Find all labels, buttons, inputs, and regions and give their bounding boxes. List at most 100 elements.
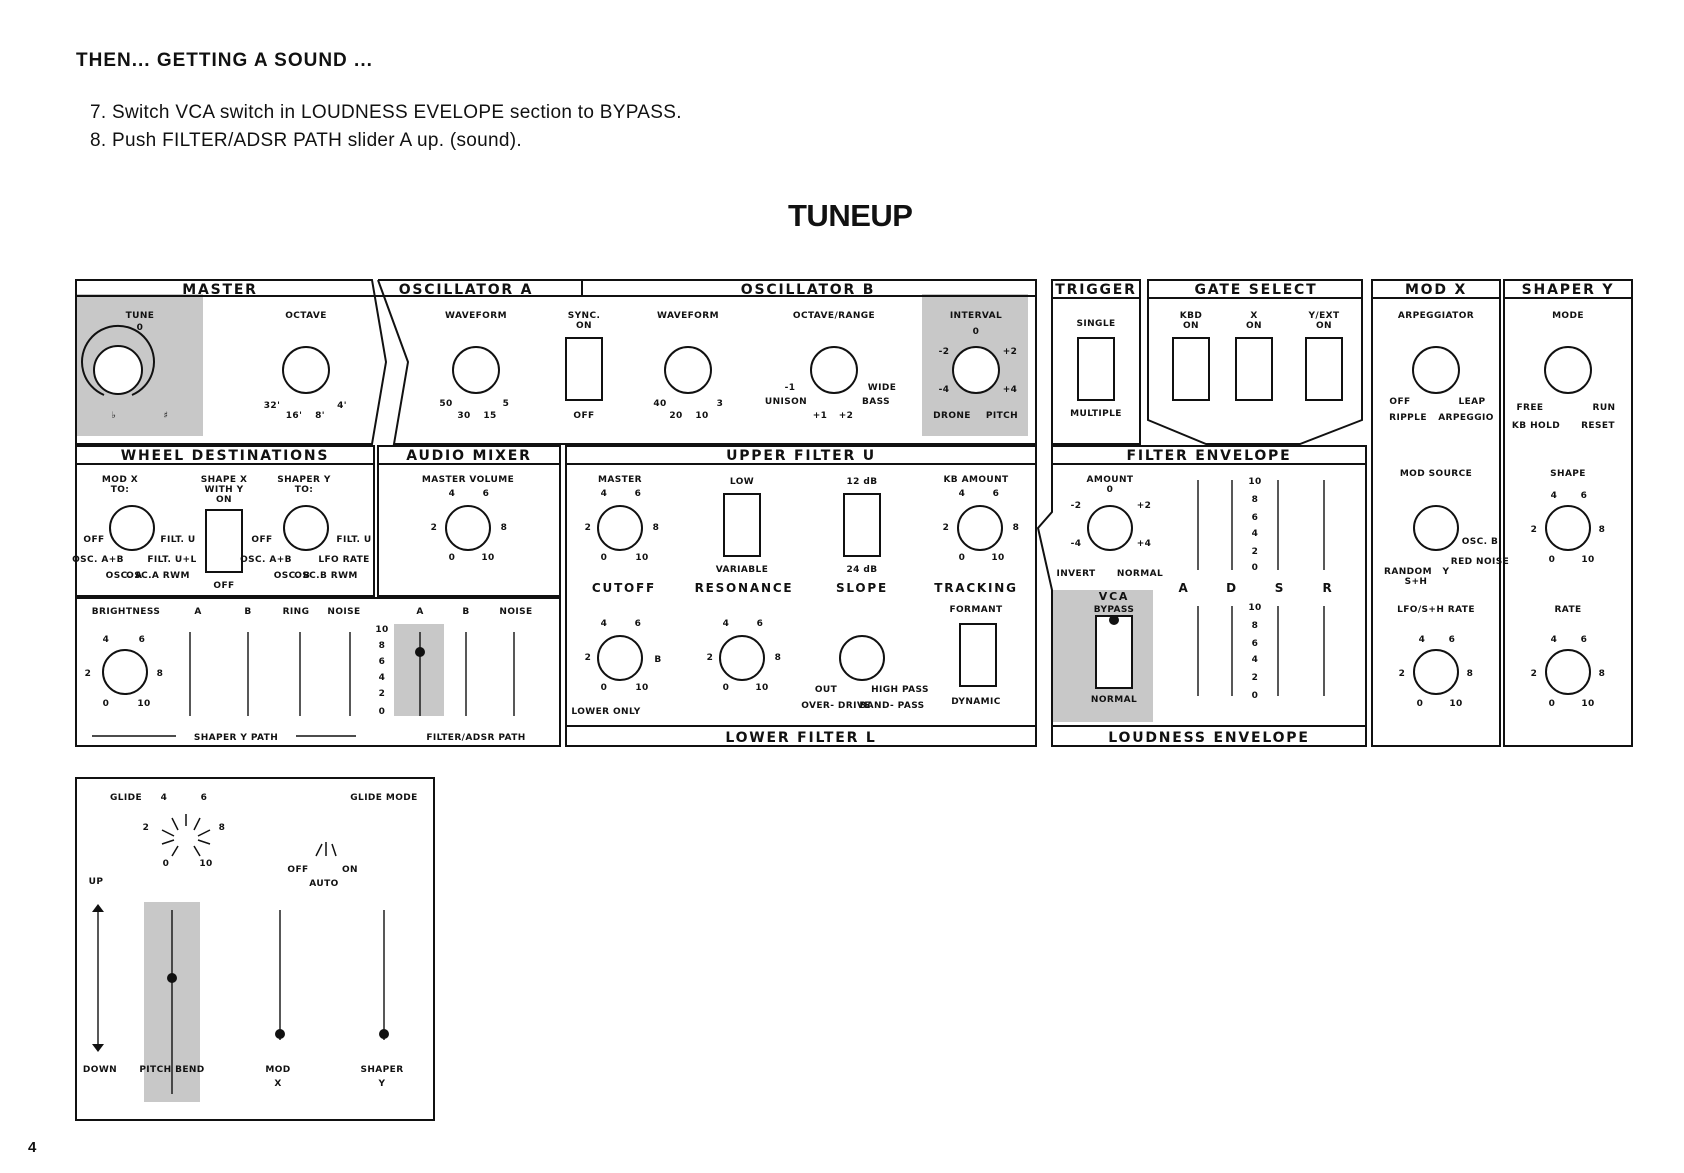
- label: RESET: [1581, 421, 1615, 431]
- sync-switch[interactable]: [565, 337, 603, 401]
- label: 8: [1599, 669, 1606, 679]
- label: 10: [1581, 699, 1594, 709]
- label: A: [416, 607, 423, 617]
- label: 8: [653, 523, 660, 533]
- mod-source-knob[interactable]: [1413, 505, 1459, 551]
- trigger-switch[interactable]: [1077, 337, 1115, 401]
- label: LOWER ONLY: [571, 707, 640, 717]
- shape-x-switch[interactable]: [205, 509, 243, 573]
- filter-amount-knob[interactable]: [1087, 505, 1133, 551]
- shaper-y-to-knob[interactable]: [283, 505, 329, 551]
- label: FILT. U: [160, 535, 195, 545]
- lfo-rate-knob[interactable]: [1413, 649, 1459, 695]
- label: HIGH PASS: [871, 685, 929, 695]
- label: 8: [1252, 495, 1259, 505]
- octave-knob[interactable]: [282, 346, 330, 394]
- osc-a-waveform-knob[interactable]: [452, 346, 500, 394]
- gate-y-switch[interactable]: [1305, 337, 1343, 401]
- label: 4: [449, 489, 456, 499]
- label: 2: [379, 689, 386, 699]
- label: OSC. A: [106, 571, 143, 581]
- tracking-switch[interactable]: [959, 623, 997, 687]
- label: ON: [1316, 321, 1332, 331]
- label: GLIDE MODE: [350, 793, 417, 803]
- page-title: TUNEUP: [788, 198, 913, 233]
- label: OSC. B: [1462, 537, 1499, 547]
- label: OFF: [83, 535, 104, 545]
- label: SHAPER Y: [277, 475, 331, 485]
- label: ON: [216, 495, 232, 505]
- label: OSC. A+B: [240, 555, 292, 565]
- master-filter-knob[interactable]: [597, 505, 643, 551]
- master-panel: [75, 279, 388, 445]
- label: 6: [993, 489, 1000, 499]
- filter-panel: [565, 445, 1037, 747]
- rate-knob[interactable]: [1545, 649, 1591, 695]
- label: D: [1226, 581, 1238, 595]
- label: 0: [163, 859, 170, 869]
- label: 0: [137, 323, 144, 333]
- resonance-knob[interactable]: [719, 635, 765, 681]
- label: OCTAVE: [285, 311, 327, 321]
- label: RUN: [1593, 403, 1616, 413]
- label: OFF: [573, 411, 594, 421]
- section-title-filter-env: FILTER ENVELOPE: [1127, 448, 1292, 464]
- filter-a-slider-highlight: [394, 624, 444, 716]
- vca-switch[interactable]: [1095, 615, 1133, 689]
- shaper-mode-knob[interactable]: [1544, 346, 1592, 394]
- db-switch[interactable]: [843, 493, 881, 557]
- label: 0: [973, 327, 980, 337]
- label: +1: [813, 411, 828, 421]
- label: 6: [483, 489, 490, 499]
- cutoff-knob[interactable]: [597, 635, 643, 681]
- label: 8: [157, 669, 164, 679]
- osc-b-waveform-knob[interactable]: [664, 346, 712, 394]
- label: 2: [143, 823, 150, 833]
- label: 0: [959, 553, 966, 563]
- kb-amount-knob[interactable]: [957, 505, 1003, 551]
- label: LOW: [730, 477, 754, 487]
- label: Y: [1442, 567, 1450, 577]
- octave-range-knob[interactable]: [810, 346, 858, 394]
- label: MODE: [1552, 311, 1584, 321]
- gate-x-switch[interactable]: [1235, 337, 1273, 401]
- label: 4: [1252, 529, 1259, 539]
- gate-kbd-switch[interactable]: [1172, 337, 1210, 401]
- mod-x-to-knob[interactable]: [109, 505, 155, 551]
- label: S: [1275, 581, 1285, 595]
- label: 10: [755, 683, 768, 693]
- label: FREE: [1517, 403, 1544, 413]
- label: 32': [264, 401, 280, 411]
- label: 4: [1252, 655, 1259, 665]
- tune-arc-icon: [81, 324, 155, 396]
- arpeggiator-knob[interactable]: [1412, 346, 1460, 394]
- label: 12 dB: [847, 477, 878, 487]
- label: INVERT: [1056, 569, 1096, 579]
- section-title-wheel: WHEEL DESTINATIONS: [121, 448, 329, 464]
- brightness-knob[interactable]: [102, 649, 148, 695]
- label: INTERVAL: [950, 311, 1002, 321]
- slope-knob[interactable]: [839, 635, 885, 681]
- label: 24 dB: [847, 565, 878, 575]
- label: 20: [669, 411, 682, 421]
- label: 0: [1252, 563, 1259, 573]
- label: X: [1250, 311, 1257, 321]
- low-variable-switch[interactable]: [723, 493, 761, 557]
- label: ON: [1183, 321, 1199, 331]
- label: -2: [939, 347, 950, 357]
- label: CUTOFF: [592, 581, 656, 595]
- label: 5: [503, 399, 510, 409]
- label: 10: [635, 683, 648, 693]
- label: UNISON: [765, 397, 807, 407]
- label: ON: [342, 865, 358, 875]
- label: S+H: [1405, 577, 1428, 587]
- master-volume-knob[interactable]: [445, 505, 491, 551]
- tune-knob[interactable]: [93, 345, 143, 395]
- label: 4: [379, 673, 386, 683]
- interval-knob[interactable]: [952, 346, 1000, 394]
- label: 0: [449, 553, 456, 563]
- label: 4: [1551, 635, 1558, 645]
- shape-knob[interactable]: [1545, 505, 1591, 551]
- label: A: [194, 607, 201, 617]
- label: MULTIPLE: [1070, 409, 1122, 419]
